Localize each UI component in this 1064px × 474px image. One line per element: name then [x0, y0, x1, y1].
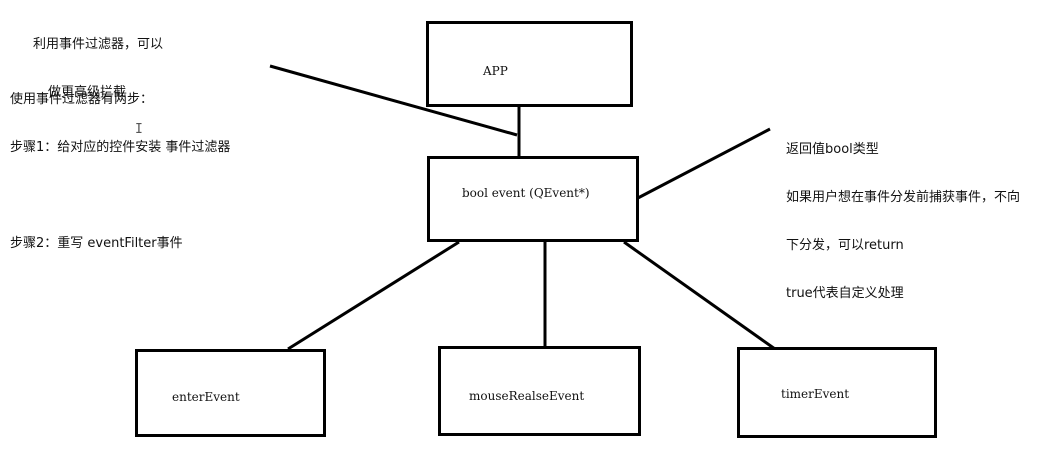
mouse-event-label: mouseRealseEvent [469, 389, 585, 403]
right-note: 返回值bool类型 如果用户想在事件分发前捕获事件，不向 下分发，可以retur… [786, 110, 1020, 318]
return-annotation-line [635, 127, 771, 201]
right-note-line4: true代表自定义处理 [786, 286, 904, 301]
steps-note-line2: 步骤1：给对应的控件安装 事件过滤器 [10, 140, 231, 155]
steps-note-line1: 使用事件过滤器有两步： [10, 92, 154, 107]
timer-event-box: timerEvent [737, 347, 937, 438]
app-box: APP [426, 21, 633, 107]
enter-event-label: enterEvent [172, 390, 240, 404]
timer-event-label: timerEvent [781, 387, 850, 401]
top-left-note-line1: 利用事件过滤器，可以 [33, 37, 164, 52]
steps-note-line3: 步骤2：重写 eventFilter事件 [10, 236, 183, 251]
top-left-note: 利用事件过滤器，可以 做更高级拦截 [33, 5, 163, 117]
enter-event-box: enterEvent [135, 349, 326, 437]
right-note-line1: 返回值bool类型 [786, 142, 879, 157]
event-to-timer-line [623, 240, 776, 351]
steps-note: 使用事件过滤器有两步： 步骤1：给对应的控件安装 事件过滤器 步骤2：重写 ev… [10, 60, 230, 268]
event-box-label: bool event (QEvent*) [462, 186, 590, 200]
text-cursor-icon: I [135, 122, 143, 137]
mouse-event-box: mouseRealseEvent [438, 346, 641, 436]
event-box: bool event (QEvent*) [427, 156, 639, 242]
steps-annotation-line [269, 64, 518, 137]
event-to-enter-line [287, 240, 460, 351]
app-box-label: APP [483, 64, 508, 78]
top-left-note-line2: 做更高级拦截 [48, 85, 127, 100]
right-note-line3: 下分发，可以return [786, 238, 904, 253]
right-note-line2: 如果用户想在事件分发前捕获事件，不向 [786, 190, 1021, 205]
